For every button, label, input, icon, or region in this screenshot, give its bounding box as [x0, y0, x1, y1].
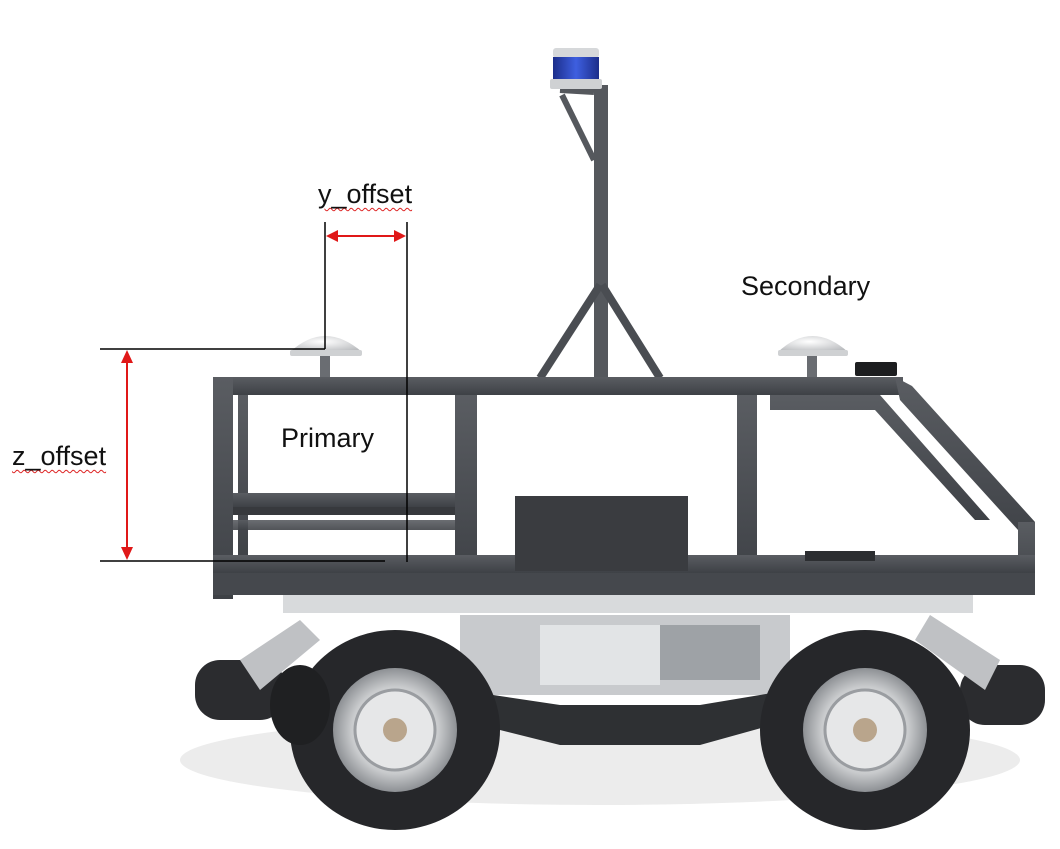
front-wheel: [760, 630, 970, 830]
y-offset-label: y_offset: [318, 179, 413, 209]
secondary-antenna-icon: [778, 336, 848, 377]
z-offset-arrow: [121, 350, 133, 560]
primary-antenna-icon: [290, 336, 362, 377]
z-offset-label: z_offset: [12, 441, 107, 471]
rear-wheel: [290, 630, 500, 830]
undercarriage: [283, 595, 973, 745]
chassis-frame: [213, 377, 1035, 599]
deck-box: [515, 496, 688, 571]
y-offset-arrow: [326, 230, 406, 242]
secondary-label: Secondary: [741, 271, 871, 301]
lidar-mast: [536, 85, 664, 381]
primary-label: Primary: [281, 423, 374, 453]
camera-icon: [855, 362, 897, 376]
dimension-guides: [100, 222, 408, 562]
lidar-sensor-icon: [550, 48, 602, 89]
suspension: [195, 615, 1045, 725]
